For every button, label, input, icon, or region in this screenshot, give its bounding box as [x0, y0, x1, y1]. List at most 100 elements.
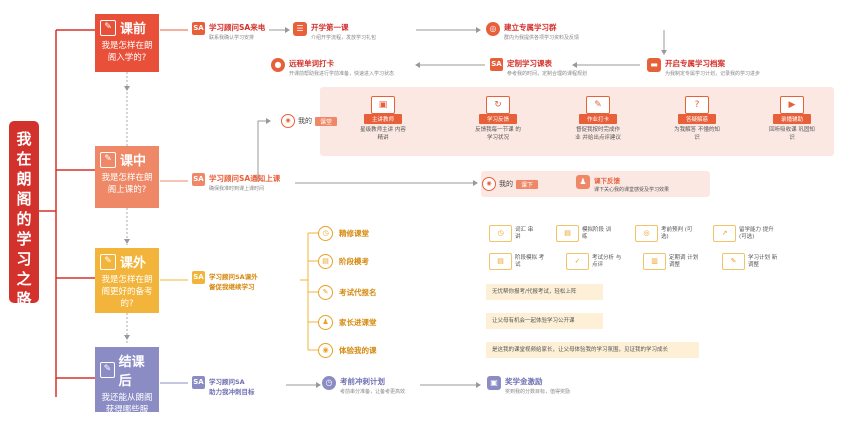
title-char: 在 [16, 150, 32, 168]
in-class-tag: 课堂 [315, 116, 338, 126]
title-char: 阁 [16, 190, 32, 208]
sa-badge: SA [192, 173, 205, 186]
pre-sa-call: SA 学习顾问SA来电联系我确认学习安排 [192, 22, 265, 41]
location-pin-icon: ● [271, 58, 285, 72]
after-item-parent: ♟ 家长进课堂 [318, 315, 377, 330]
title-char: 我 [16, 130, 32, 148]
play-icon: ▶ [780, 96, 804, 114]
sa-badge: SA [490, 58, 503, 71]
teacher-feedback: ♟ 课下反馈课下关心我的课堂感受及学习效果 [576, 175, 669, 193]
node-subtitle: 督促我继续学习 [209, 283, 255, 291]
step-text: 考试分析 与点评 [592, 254, 622, 268]
node-title: 开启专属学习档案 [665, 59, 725, 68]
parent-bar: 让父母有机会一起体验学习公开课 [486, 313, 603, 329]
sa-badge: SA [192, 22, 205, 35]
mock-step: ✓考试分析 与点评 [566, 253, 624, 270]
item-label: 阶段模考 [339, 257, 369, 266]
phase-question: 我还能从朗阁获得哪些服务? [101, 393, 153, 427]
title-char: 学 [16, 230, 32, 248]
node-desc: 参考我的时间，定制合理的课程规划 [507, 71, 588, 77]
target-icon: ◎ [635, 225, 658, 242]
clipboard-icon: ▤ [318, 254, 333, 269]
phase-label: 结课后 [118, 355, 145, 389]
in-class-label: ◉ 我的 课堂 [281, 114, 338, 128]
node-title: 定制学习课表 [507, 59, 552, 68]
node-title: 远程单词打卡 [289, 59, 334, 68]
item-label: 精修课堂 [339, 229, 369, 238]
after-sa: SA 学习顾问SA课外督促我继续学习 [192, 271, 258, 291]
after-item-register: ✎ 考试代报名 [318, 285, 377, 300]
pre-schedule: SA 定制学习课表参考我的时间，定制合理的课程规划 [490, 58, 587, 77]
node-title: 建立专属学习群 [504, 23, 557, 32]
document-icon: ✎ [318, 285, 333, 300]
after-item-mock: ▤ 阶段模考 [318, 254, 369, 269]
clock-icon: ◷ [318, 226, 333, 241]
chart-icon: ▥ [643, 253, 666, 270]
card-qa: ? 答疑解惑 为我解答 不懂的知识 [673, 96, 721, 142]
people-icon: ☰ [293, 22, 307, 36]
pencil-icon: ✎ [100, 19, 116, 36]
node-desc: 课下关心我的课堂感受及学习效果 [594, 187, 670, 193]
target-icon: ◉ [482, 177, 496, 191]
mock-step: ✎学习计划 新调整 [722, 253, 780, 270]
node-desc: 介绍开学流程，发放学习礼包 [311, 35, 377, 41]
node-desc: 奖到我的分数目标，值得奖励 [505, 389, 571, 395]
eye-icon: ◉ [318, 343, 333, 358]
pre-first-class: ☰ 开学第一课介绍开学流程，发放学习礼包 [293, 22, 376, 41]
document-icon: ▤ [489, 253, 512, 270]
node-title: 奖学金激励 [505, 377, 543, 386]
node-desc: 开课前帮助我进行学前准备，快速进入学习状态 [289, 71, 395, 77]
after-item-experience: ◉ 体验我的课 [318, 343, 377, 358]
after-class-label: ◉ 我的 课下 [482, 177, 539, 191]
node-desc: 为我制定专属学习计划，记录我的学习进步 [665, 71, 761, 77]
book-icon: ◷ [489, 225, 512, 242]
title-char: 朗 [16, 170, 32, 188]
card-label: 主讲教师 [364, 114, 402, 124]
node-desc: 考前串分准备，让备考更高效 [340, 389, 406, 395]
node-title: 课下反馈 [594, 177, 620, 185]
step-text: 考前预判 (可选) [661, 226, 693, 240]
card-label: 作业打卡 [579, 114, 617, 124]
clock-icon: ◷ [322, 376, 336, 390]
item-label: 体验我的课 [339, 346, 377, 355]
node-title: 学习顾问SA课外 [209, 273, 258, 281]
card-label: 学习反馈 [479, 114, 517, 124]
phase-during: ✎课中 我是怎样在朗阁上课的? [95, 146, 159, 208]
document-icon: ▤ [556, 225, 579, 242]
refine-step: ◎考前预判 (可选) [635, 225, 695, 242]
card-homework: ✎ 作业打卡 督促我按时完成作业 并给出点评建议 [574, 96, 622, 142]
in-class-prefix: 我的 [298, 117, 312, 125]
phase-question: 我是怎样在朗阁入学的? [101, 41, 153, 63]
card-desc: 星级教师主讲 内容精讲 [360, 127, 406, 141]
node-desc: 群内为我提供各项学习资料及反馈 [504, 35, 580, 41]
refresh-icon: ↻ [486, 96, 510, 114]
target-icon: ◉ [281, 114, 295, 128]
refine-step: ↗留学能力 提升(可选) [713, 225, 777, 242]
monitor-icon: ▣ [371, 96, 395, 114]
step-text: 阶段模拟 考试 [515, 254, 545, 268]
end-sprint: ◷ 考前冲刺计划考前串分准备，让备考更高效 [322, 376, 405, 395]
node-desc: 确保我准时到课上课时间 [209, 186, 265, 192]
pencil-icon: ✎ [100, 362, 115, 378]
in-class-panel [320, 87, 834, 156]
people-icon: ♟ [318, 315, 333, 330]
node-title: 开学第一课 [311, 23, 349, 32]
trend-up-icon: ↗ [713, 225, 736, 242]
teacher-icon: ♟ [576, 175, 590, 189]
node-title: 学习顾问SA通知上课 [209, 174, 281, 183]
phase-label: 课外 [120, 256, 147, 271]
card-replay: ▶ 录播辅助 回听吸收课 巩固知识 [768, 96, 816, 142]
gift-icon: ▣ [487, 376, 501, 390]
folder-icon: ▬ [647, 58, 661, 72]
pencil-icon: ✎ [586, 96, 610, 114]
phase-label: 课前 [120, 22, 147, 37]
mock-step: ▤阶段模拟 考试 [489, 253, 547, 270]
pencil-icon: ✎ [100, 151, 116, 168]
phase-question: 我是怎样在朗阁更好的备考的? [101, 275, 153, 309]
item-label: 考试代报名 [339, 288, 377, 297]
check-icon: ✓ [566, 253, 589, 270]
phase-pre: ✎ 课前 我是怎样在朗阁入学的? [95, 14, 159, 72]
pre-group: ◎ 建立专属学习群群内为我提供各项学习资料及反馈 [486, 22, 579, 41]
node-title: 考前冲刺计划 [340, 377, 385, 386]
